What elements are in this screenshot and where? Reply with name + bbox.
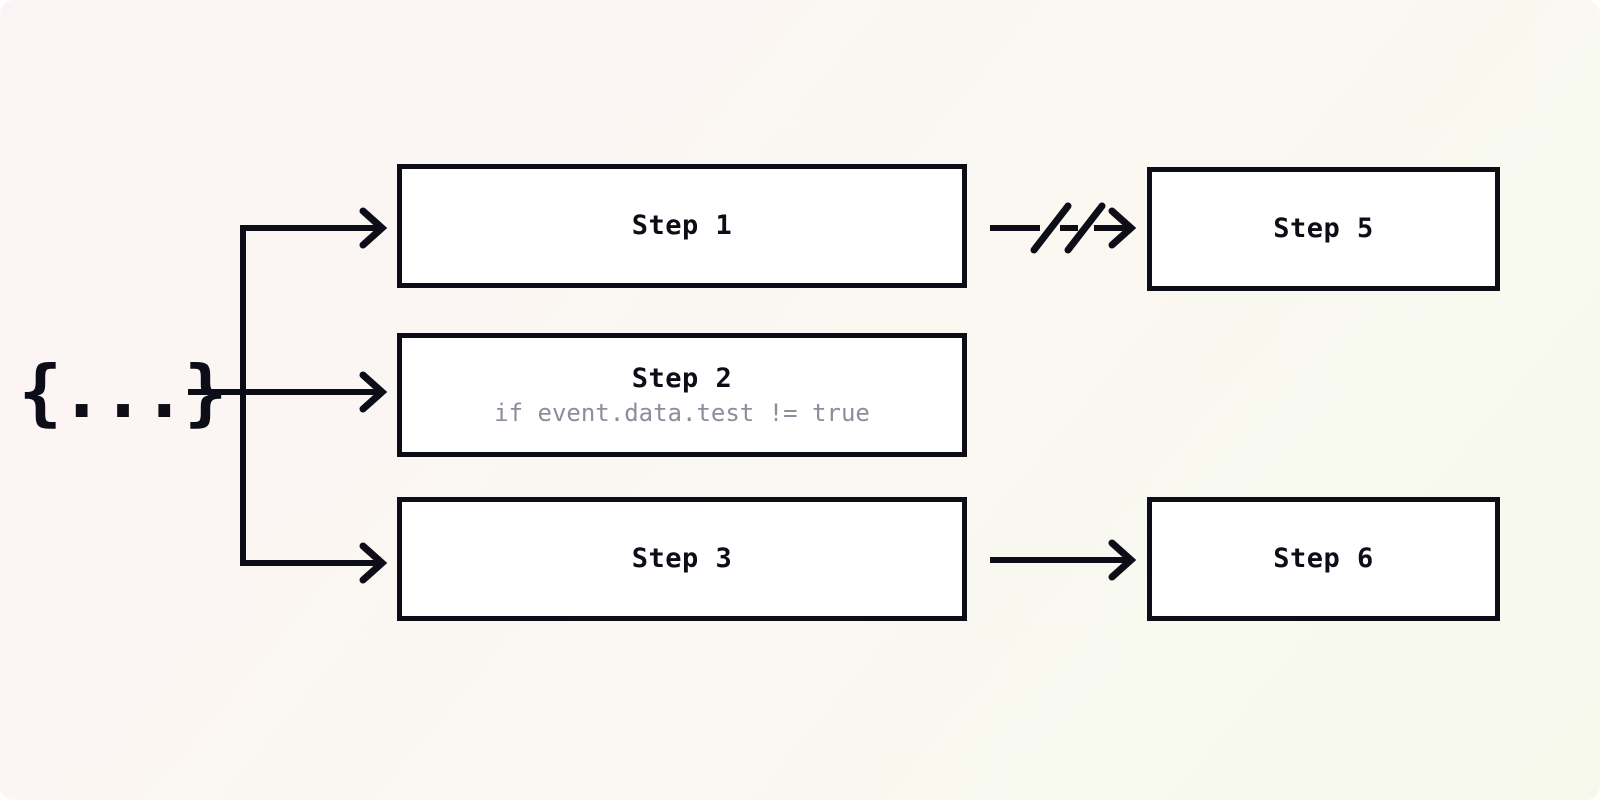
node-step-3[interactable]: Step 3: [397, 497, 967, 621]
node-step-3-title: Step 3: [631, 543, 733, 575]
node-step-2[interactable]: Step 2 if event.data.test != true: [397, 333, 967, 457]
edge-step3-to-step6: [990, 539, 1137, 581]
node-step-2-condition: if event.data.test != true: [494, 398, 870, 427]
edge-step1-to-step5-severed: [990, 202, 1137, 254]
json-payload-icon: {...}: [18, 350, 228, 434]
node-step-1[interactable]: Step 1: [397, 164, 967, 288]
node-step-6[interactable]: Step 6: [1147, 497, 1500, 621]
node-step-6-title: Step 6: [1273, 543, 1374, 575]
node-step-5-title: Step 5: [1273, 213, 1374, 245]
edge-branch-to-step3: [240, 542, 388, 584]
edge-branch-to-step1: [240, 207, 388, 249]
node-step-2-title: Step 2: [631, 362, 733, 394]
node-step-1-title: Step 1: [631, 210, 733, 242]
edge-branch-to-step2: [243, 371, 388, 413]
node-step-5[interactable]: Step 5: [1147, 167, 1500, 291]
